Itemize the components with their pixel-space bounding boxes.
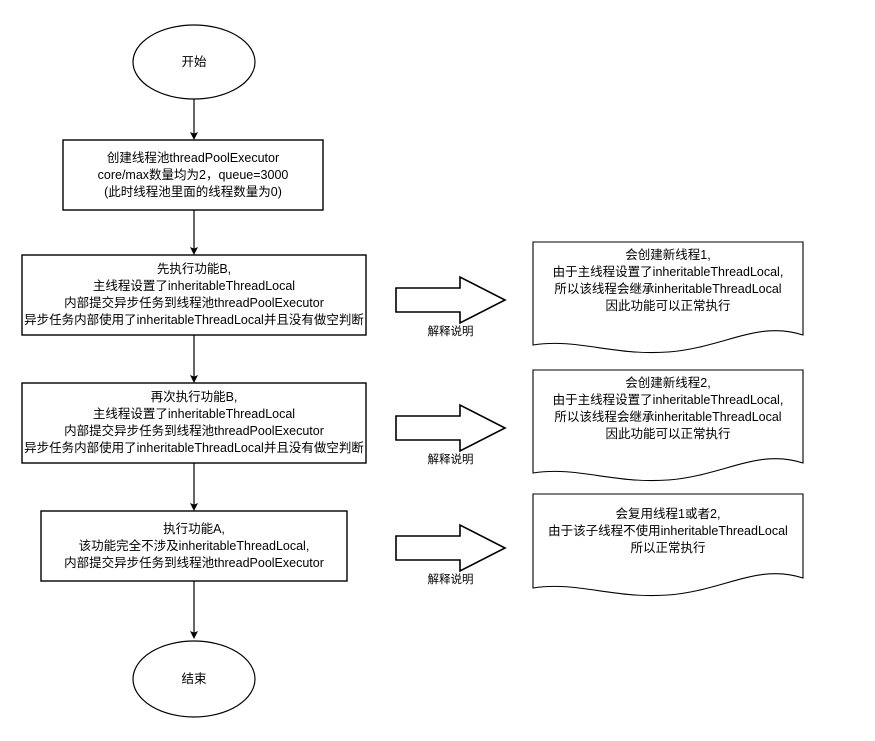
create-pool-box-shape bbox=[62, 139, 324, 211]
explanation-block-arrow-1-shape bbox=[395, 275, 507, 325]
explanation-block-arrow-2-shape bbox=[395, 403, 507, 453]
explanation-block-arrow-3-label: 解释说明 bbox=[427, 574, 474, 586]
func-b-second-box-shape bbox=[21, 382, 367, 464]
end-terminator-shape bbox=[132, 640, 256, 718]
note-1-document-shape bbox=[532, 241, 804, 354]
note-2-document-shape bbox=[532, 369, 804, 482]
explanation-block-arrow-3-shape bbox=[395, 523, 507, 573]
func-a-box-shape bbox=[40, 510, 348, 582]
explanation-block-arrow-2-label: 解释说明 bbox=[427, 454, 474, 466]
start-terminator-shape bbox=[132, 24, 256, 100]
func-b-first-box-shape bbox=[21, 254, 367, 336]
note-3-document-shape bbox=[532, 493, 804, 597]
explanation-block-arrow-1-label: 解释说明 bbox=[427, 326, 474, 338]
